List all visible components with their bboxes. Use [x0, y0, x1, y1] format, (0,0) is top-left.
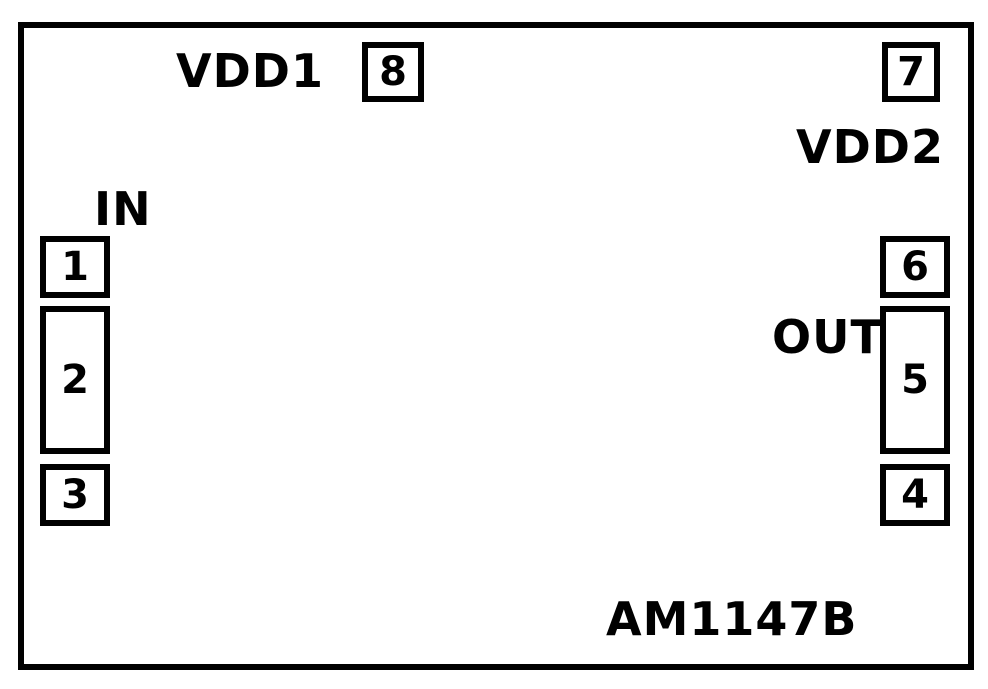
pad-2: 2: [40, 306, 110, 454]
pad-1: 1: [40, 236, 110, 298]
pad-8: 8: [362, 42, 424, 102]
die-outline: [18, 22, 974, 670]
label-part-number: AM1147B: [606, 592, 858, 646]
pad-3: 3: [40, 464, 110, 526]
pad-4: 4: [880, 464, 950, 526]
label-in: IN: [94, 182, 152, 236]
pad-7: 7: [882, 42, 940, 102]
label-vdd1: VDD1: [176, 44, 324, 98]
pad-5: 5: [880, 306, 950, 454]
label-vdd2: VDD2: [796, 120, 944, 174]
pad-6: 6: [880, 236, 950, 298]
label-out: OUT: [772, 310, 883, 364]
